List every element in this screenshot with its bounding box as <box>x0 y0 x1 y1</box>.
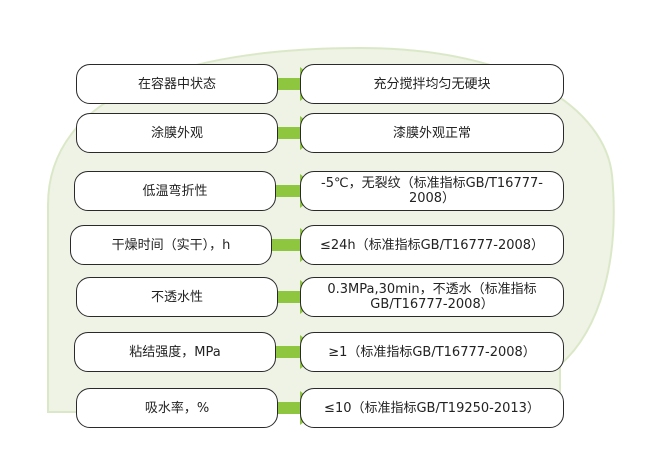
requirement-label: 0.3MPa,30min，不透水（标准指标GB/T16777-2008） <box>300 277 564 317</box>
requirement-label: ≤10（标准指标GB/T19250-2013） <box>300 388 564 428</box>
requirement-label: ≤24h（标准指标GB/T16777-2008） <box>300 225 564 265</box>
property-label: 低温弯折性 <box>74 171 276 211</box>
property-label: 在容器中状态 <box>76 64 278 104</box>
requirement-label: 漆膜外观正常 <box>300 113 564 153</box>
property-label: 涂膜外观 <box>76 113 278 153</box>
property-label: 干燥时间（实干），h <box>70 225 272 265</box>
property-label: 不透水性 <box>76 277 278 317</box>
property-label: 吸水率，% <box>76 388 278 428</box>
requirement-label: -5℃，无裂纹（标准指标GB/T16777-2008） <box>300 171 564 211</box>
property-label: 粘结强度，MPa <box>74 332 276 372</box>
requirement-label: ≥1（标准指标GB/T16777-2008） <box>300 332 564 372</box>
requirement-label: 充分搅拌均匀无硬块 <box>300 64 564 104</box>
